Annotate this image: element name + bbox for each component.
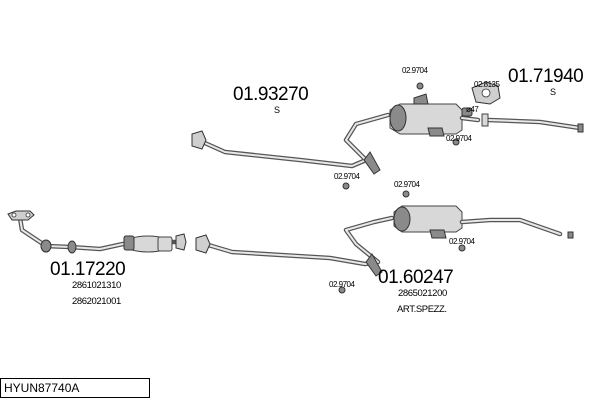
- front-pipe-gasket: [40, 239, 77, 254]
- fitting-label: 02.8135: [474, 80, 500, 89]
- article-01-60247: 01.60247: [378, 267, 454, 288]
- fitting-label: 02.9704: [446, 134, 472, 143]
- pipe-diameter-mark: ø47: [466, 105, 479, 114]
- article-01-93270: 01.93270: [233, 84, 309, 105]
- diagram-code: HYUN87740A: [4, 381, 80, 395]
- upper-pipe-inlet-flange: [191, 130, 207, 150]
- upper-centre-pipe-assembly: [191, 93, 481, 175]
- fitting-label: 02.9704: [394, 180, 420, 189]
- fitting-label: 02.9704: [402, 66, 428, 75]
- article-01-17220: 01.17220: [50, 259, 126, 280]
- manifold-flange: [7, 210, 35, 221]
- fitting-clamp-symbols: [338, 82, 466, 294]
- catalytic-converter: [123, 235, 173, 253]
- tail-pipe-end: [577, 123, 584, 133]
- article-01-71940: 01.71940: [508, 66, 584, 87]
- rear-silencer: [393, 205, 463, 239]
- lower-pipe-inlet-flange: [195, 234, 211, 254]
- article-01-93270-suffix: S: [274, 105, 281, 115]
- converter-outlet-flange: [175, 233, 187, 251]
- oe-number-2865021200: 2865021200: [398, 288, 447, 299]
- tail-pipe-inlet-clamp: [481, 113, 489, 127]
- art-spezz-note: ART.SPEZZ.: [397, 304, 447, 315]
- upper-rear-hanger: [363, 151, 381, 175]
- fitting-label: 02.9704: [329, 280, 355, 289]
- fitting-label: 02.9704: [449, 237, 475, 246]
- front-pipe-catalytic-converter: [7, 210, 187, 254]
- article-01-71940-suffix: S: [550, 87, 557, 97]
- centre-silencer: [389, 93, 463, 137]
- tail-pipe-assembly: [471, 81, 584, 133]
- rear-tail-pipe-end: [567, 231, 574, 239]
- lower-rear-pipe-assembly: [195, 205, 574, 277]
- lower-rear-hanger: [365, 253, 383, 277]
- oe-number-2861021310: 2861021310: [72, 280, 121, 291]
- diagram-code-box: HYUN87740A: [0, 378, 150, 398]
- tail-pipe-flange-gasket: [471, 81, 501, 105]
- fitting-label: 02.9704: [334, 172, 360, 181]
- oe-number-2862021001: 2862021001: [72, 296, 121, 307]
- silencer-hanger-rubber: [461, 107, 473, 117]
